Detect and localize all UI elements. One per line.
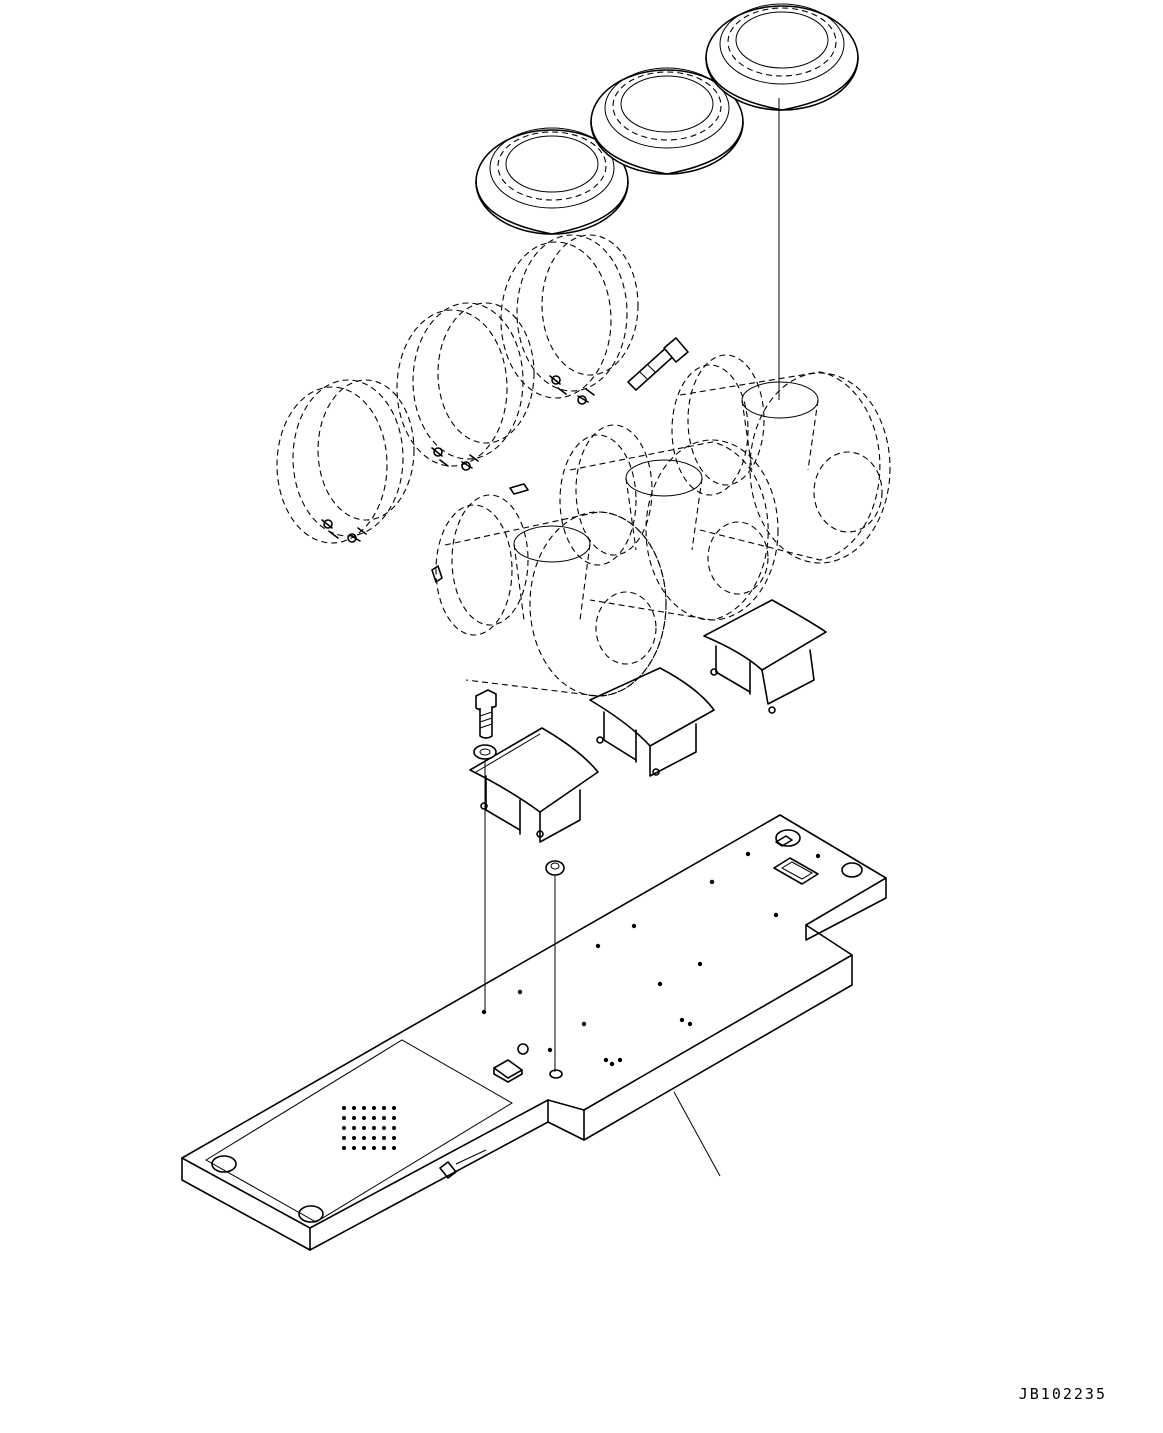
base-plate [181, 814, 887, 1251]
nut [545, 860, 565, 876]
air-cleaner-body-1 [431, 483, 667, 697]
band-clamp-2 [396, 302, 535, 471]
base-plate-leader-line [673, 1091, 721, 1177]
hex-bolt [475, 689, 497, 739]
air-cleaner-body-2 [559, 424, 779, 621]
mounting-bracket-2 [589, 667, 715, 777]
clamp-bolt [627, 337, 689, 391]
drawing-number: JB102235 [1018, 1385, 1107, 1403]
air-cleaner-cap-3 [705, 3, 859, 111]
band-clamp-3 [500, 234, 639, 405]
air-cleaner-body-3 [671, 354, 891, 564]
mounting-bracket-1 [469, 727, 599, 843]
washer [473, 744, 497, 760]
air-cleaner-cap-1 [475, 127, 629, 235]
band-clamp-1 [276, 379, 415, 544]
vent-grid [342, 1106, 396, 1150]
mounting-bracket-3 [703, 599, 827, 714]
air-cleaner-cap-2 [590, 67, 744, 175]
